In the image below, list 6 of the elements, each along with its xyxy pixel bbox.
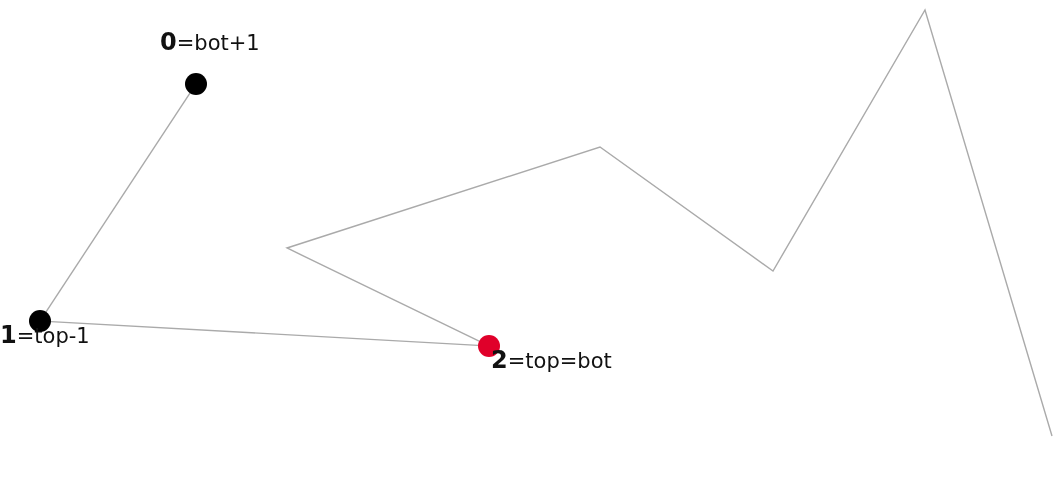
point-label: 2=top=bot bbox=[491, 347, 612, 374]
connector-line bbox=[45, 92, 191, 313]
connector-line bbox=[50, 320, 479, 347]
connector-line bbox=[285, 8, 1053, 437]
point-label: 0=bot+1 bbox=[160, 29, 260, 56]
point-label: 1=top-1 bbox=[0, 322, 90, 349]
